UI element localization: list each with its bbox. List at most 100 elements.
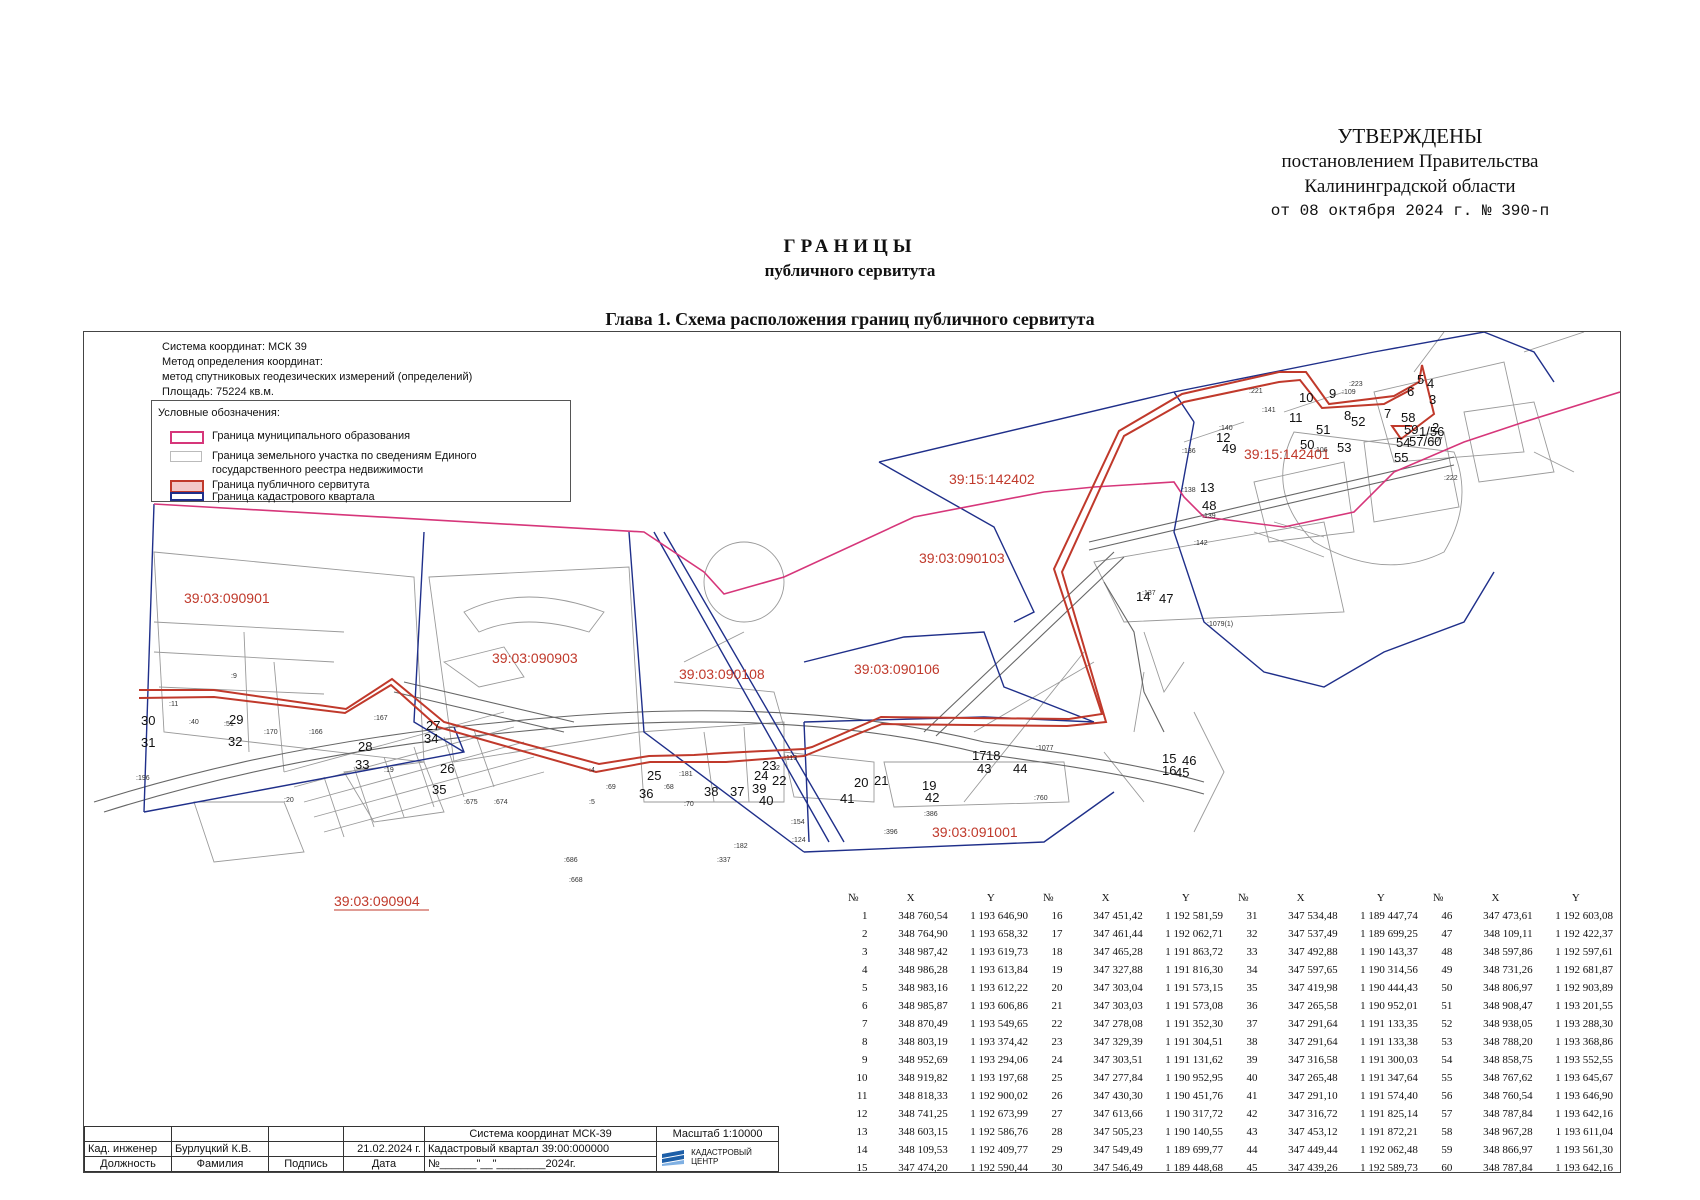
point-label: 59 — [1404, 422, 1418, 437]
cadastral-map: 39:03:090901 39:03:090903 39:03:090108 3… — [93, 332, 1620, 911]
coord-x: 347 453,12 — [1288, 1126, 1338, 1138]
parcel-label: :675 — [464, 799, 478, 806]
title-block: Система координат МСК-39 Масштаб 1:10000… — [84, 1126, 779, 1172]
coord-point-number: 10 — [856, 1072, 868, 1084]
point-label: 42 — [925, 790, 939, 805]
coord-y: 1 193 549,65 — [970, 1018, 1028, 1030]
coord-y: 1 191 863,72 — [1165, 946, 1223, 958]
stamp-coord-system: Система координат МСК-39 — [423, 1126, 658, 1142]
point-label: 18 — [986, 748, 1000, 763]
coord-y: 1 190 143,37 — [1360, 946, 1418, 958]
coord-x: 348 938,05 — [1483, 1018, 1533, 1030]
coord-point-number: 37 — [1246, 1018, 1258, 1030]
coord-y: 1 192 062,71 — [1165, 928, 1223, 940]
coord-y: 1 192 590,44 — [970, 1162, 1028, 1174]
coord-x: 348 788,20 — [1483, 1036, 1533, 1048]
parcel-label: :154 — [791, 819, 805, 826]
point-label: 58 — [1401, 410, 1415, 425]
coord-y: 1 193 561,30 — [1555, 1144, 1613, 1156]
coord-x: 347 461,44 — [1093, 928, 1143, 940]
coord-point-number: 36 — [1246, 1000, 1258, 1012]
coord-x: 347 419,98 — [1288, 982, 1338, 994]
stamp-header-surname: Фамилия — [171, 1156, 269, 1172]
point-label: 1/56 — [1419, 424, 1444, 439]
label-quarter-090103: 39:03:090103 — [919, 550, 1005, 566]
servitude-boundary — [138, 364, 1436, 774]
coord-x: 348 767,62 — [1483, 1072, 1533, 1084]
parcel-boundaries — [153, 332, 1585, 863]
coord-x: 347 329,39 — [1093, 1036, 1143, 1048]
coord-x: 348 109,11 — [1483, 928, 1533, 940]
coord-x: 348 760,54 — [1483, 1090, 1533, 1102]
parcel-label: :136 — [1182, 448, 1196, 455]
title-line-2: публичного сервитута — [764, 261, 936, 280]
coord-x: 348 760,54 — [898, 910, 948, 922]
coord-x: 347 451,42 — [1093, 910, 1143, 922]
coord-y: 1 191 133,35 — [1360, 1018, 1418, 1030]
label-quarter-142401: 39:15:142401 — [1244, 446, 1330, 462]
coord-point-number: 3 — [862, 946, 868, 958]
coord-point-number: 5 — [862, 982, 868, 994]
point-label: 46 — [1182, 753, 1196, 768]
municipal-boundary — [153, 391, 1620, 595]
point-label: 48 — [1202, 498, 1216, 513]
coord-y: 1 193 642,16 — [1555, 1162, 1613, 1174]
coord-y: 1 192 409,77 — [970, 1144, 1028, 1156]
coord-x: 348 987,42 — [898, 946, 948, 958]
coord-x: 348 967,28 — [1483, 1126, 1533, 1138]
coord-x: 347 474,20 — [898, 1162, 948, 1174]
point-label: 49 — [1222, 441, 1236, 456]
coord-point-number: 54 — [1441, 1054, 1453, 1066]
parcel-label: :113 — [784, 755, 797, 762]
parcel-label: :222 — [1444, 475, 1458, 482]
point-label: 29 — [229, 712, 243, 727]
coord-y: 1 193 658,32 — [970, 928, 1028, 940]
parcel-label: :221 — [1249, 388, 1263, 395]
coord-y: 1 191 825,14 — [1360, 1108, 1418, 1120]
coord-y: 1 190 140,55 — [1165, 1126, 1223, 1138]
coord-x: 348 109,53 — [898, 1144, 948, 1156]
coord-x: 347 613,66 — [1093, 1108, 1143, 1120]
approval-line-2: постановлением Правительства — [1281, 151, 1539, 172]
coord-y: 1 192 681,87 — [1555, 964, 1613, 976]
stamp-quarter: Кадастровый квартал 39:00:000000 — [423, 1141, 658, 1157]
coord-y: 1 190 444,43 — [1360, 982, 1418, 994]
coord-x: 348 731,26 — [1483, 964, 1533, 976]
parcel-label: :223 — [1349, 381, 1363, 388]
coord-x: 347 303,03 — [1093, 1000, 1143, 1012]
parcel-label: :182 — [734, 843, 748, 850]
point-label: 53 — [1337, 440, 1351, 455]
coord-x: 348 866,97 — [1483, 1144, 1533, 1156]
coord-y: 1 193 611,04 — [1555, 1126, 1613, 1138]
coord-point-number: 40 — [1246, 1072, 1258, 1084]
point-label: 43 — [977, 761, 991, 776]
point-label: 26 — [440, 761, 454, 776]
coord-x: 347 465,28 — [1093, 946, 1143, 958]
label-quarter-090901: 39:03:090901 — [184, 590, 270, 606]
coord-point-number: 58 — [1441, 1126, 1453, 1138]
point-label: 22 — [772, 773, 786, 788]
coord-point-number: 47 — [1441, 928, 1453, 940]
coord-y: 1 191 304,51 — [1165, 1036, 1223, 1048]
coord-y: 1 192 673,99 — [970, 1108, 1028, 1120]
coord-x: 347 439,26 — [1288, 1162, 1338, 1174]
coord-x: 347 316,72 — [1288, 1108, 1338, 1120]
point-label: 6 — [1407, 384, 1414, 399]
coord-y: 1 192 603,08 — [1555, 910, 1613, 922]
coord-x: 347 291,10 — [1288, 1090, 1338, 1102]
coord-point-number: 4 — [862, 964, 868, 976]
coord-x: 347 303,04 — [1093, 982, 1143, 994]
point-label: 31 — [141, 735, 155, 750]
point-label: 38 — [704, 784, 718, 799]
coord-point-number: 6 — [862, 1000, 868, 1012]
point-label: 8 — [1344, 408, 1351, 423]
coord-point-number: 34 — [1246, 964, 1258, 976]
coord-x: 348 741,25 — [898, 1108, 948, 1120]
coord-y: 1 191 574,40 — [1360, 1090, 1418, 1102]
